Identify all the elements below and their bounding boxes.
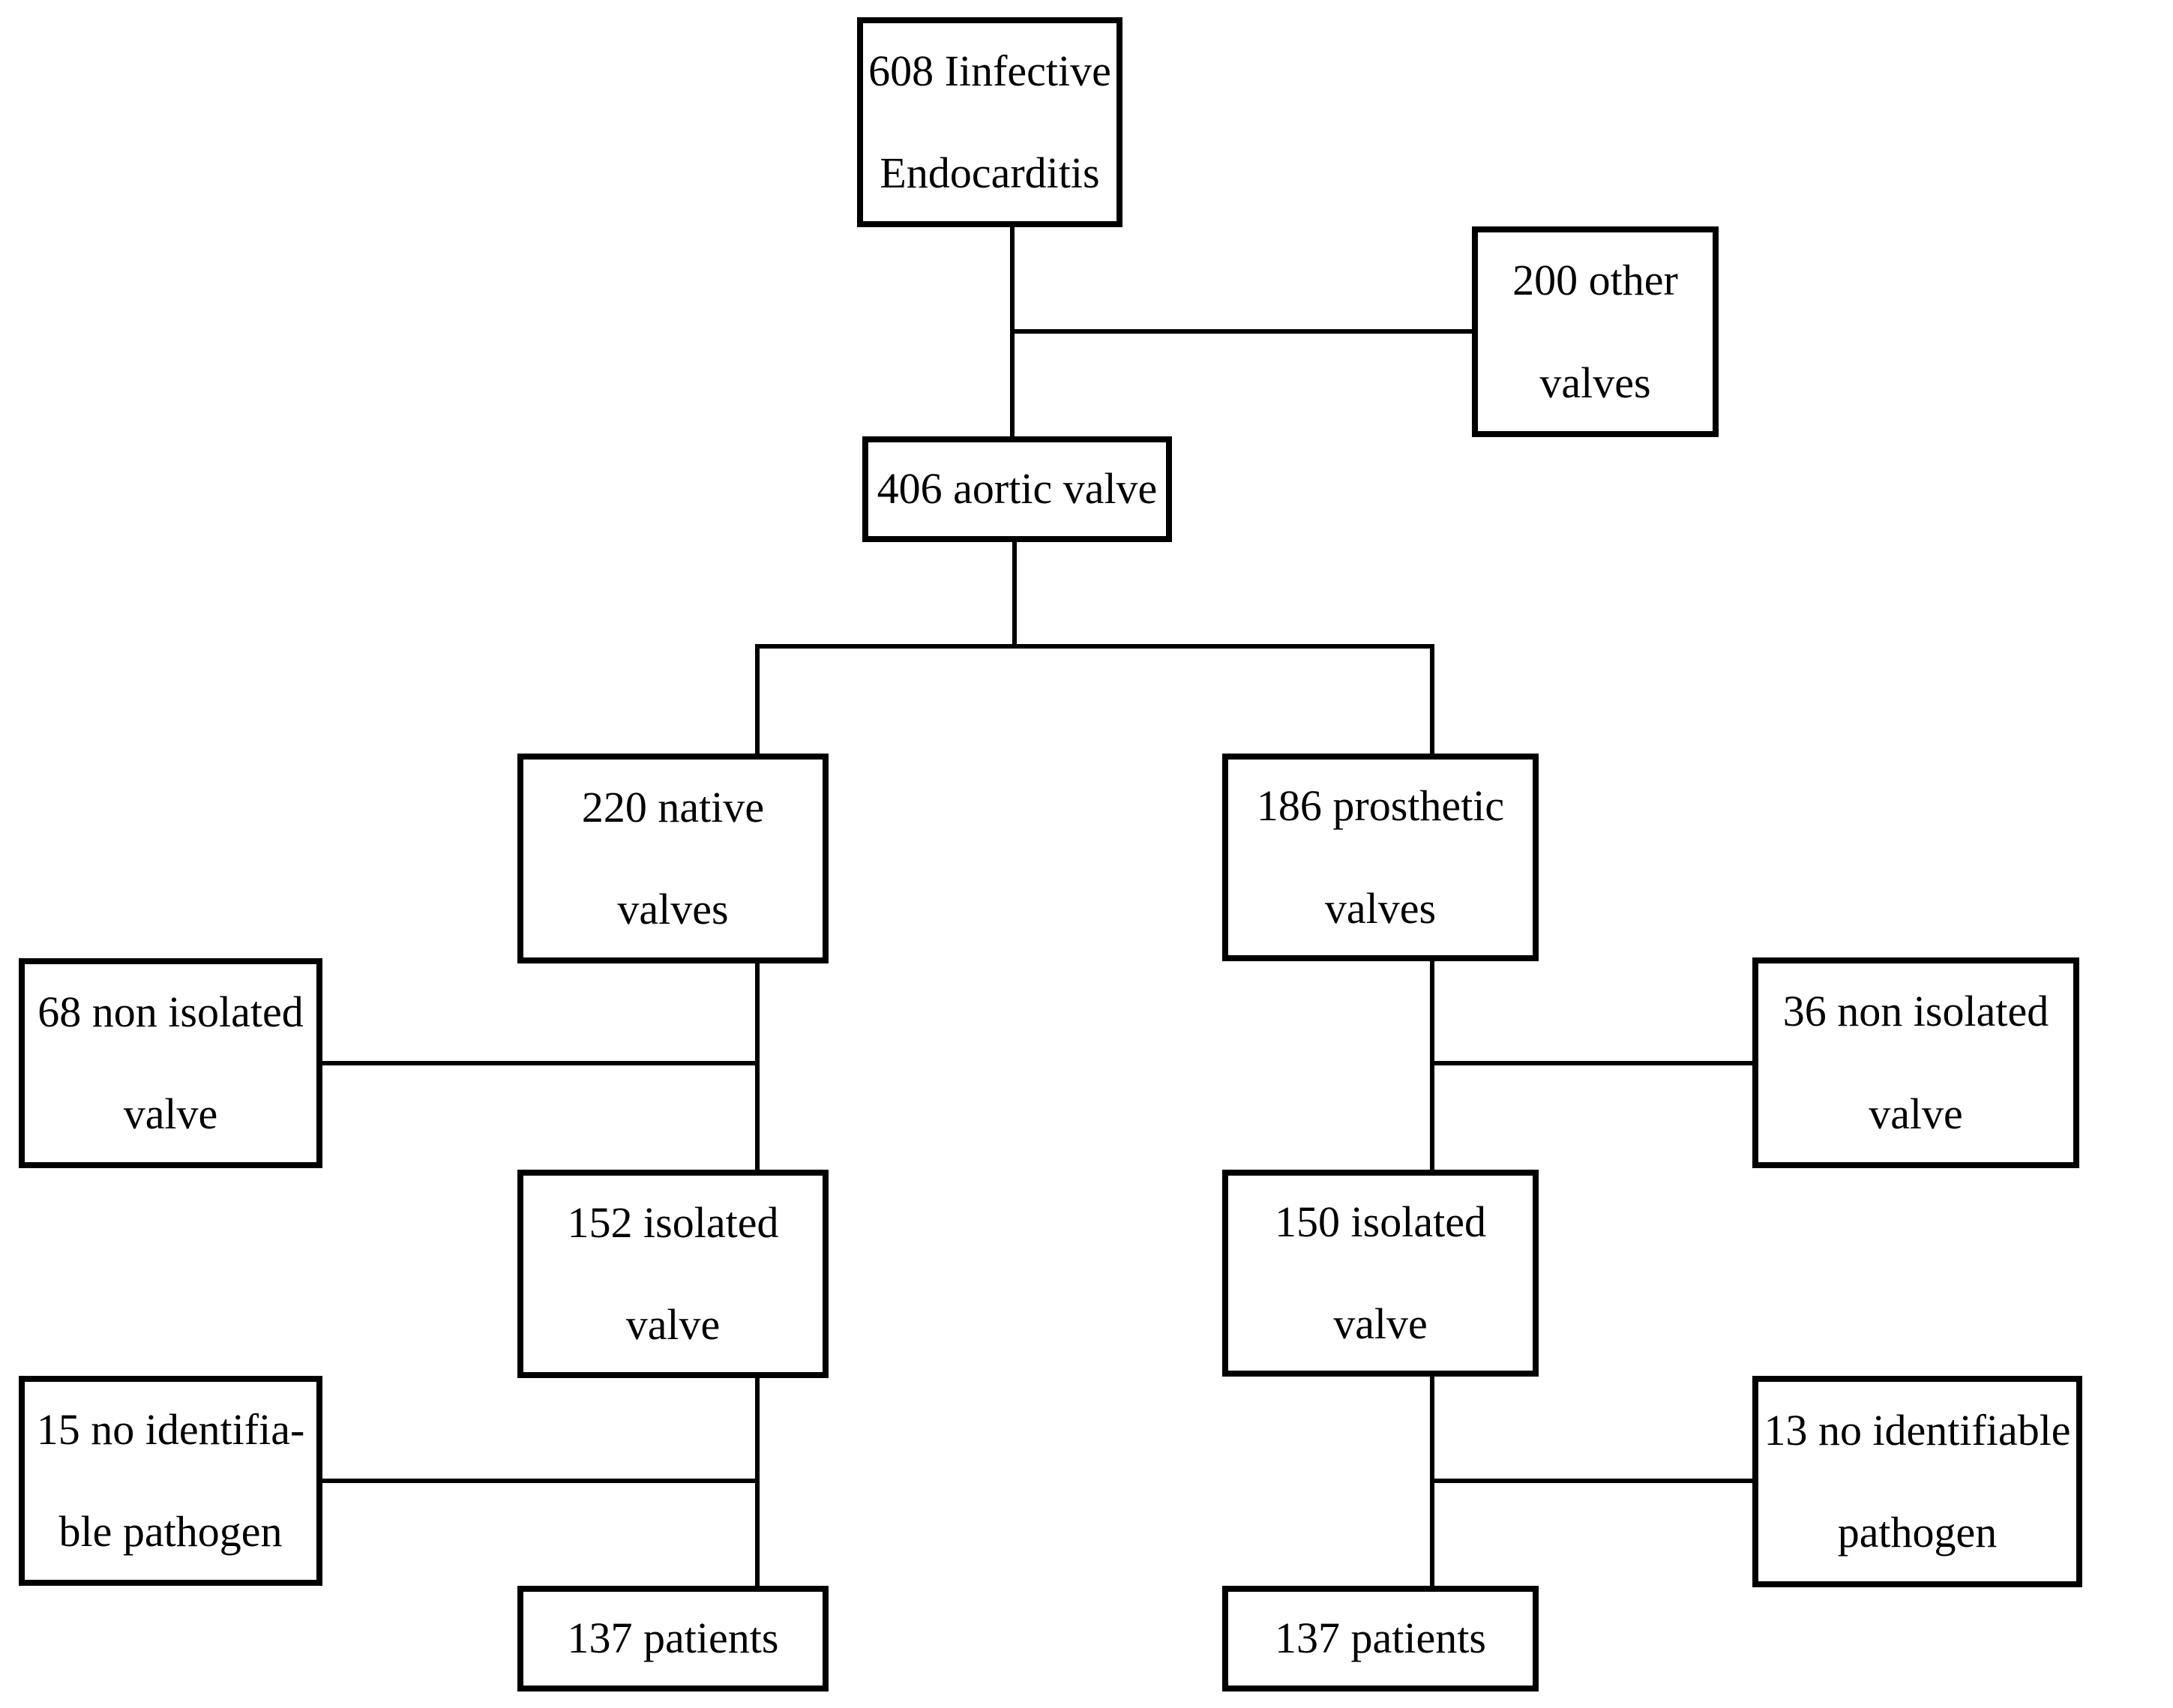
connector-split-to-native: [755, 644, 760, 757]
connector-native-no-pathogen-branch: [321, 1479, 760, 1483]
connector-native-to-isolated: [755, 960, 760, 1173]
node-total-infective-endocarditis: 608 Iinfective Endocarditis: [857, 17, 1122, 227]
node-prosthetic-isolated-valve: 150 isolated valve: [1222, 1170, 1539, 1377]
connector-prosthetic-to-isolated: [1430, 958, 1434, 1173]
connector-prosthetic-no-pathogen-branch: [1432, 1479, 1755, 1483]
node-native-137-patients: 137 patients: [517, 1586, 829, 1692]
node-native-isolated-valve: 152 isolated valve: [517, 1170, 829, 1378]
connector-prosthetic-non-isolated-branch: [1432, 1061, 1755, 1065]
node-prosthetic-valves: 186 prosthetic valves: [1222, 754, 1539, 961]
node-native-no-identifiable-pathogen: 15 no identifia- ble pathogen: [19, 1376, 322, 1586]
node-prosthetic-no-identifiable-pathogen: 13 no identifiable pathogen: [1752, 1376, 2082, 1587]
connector-aortic-to-split: [1012, 540, 1017, 649]
node-prosthetic-non-isolated-valve: 36 non isolated valve: [1752, 957, 2079, 1168]
node-aortic-valve: 406 aortic valve: [862, 436, 1172, 542]
connector-split-to-prosthetic: [1430, 644, 1434, 757]
connector-split-horizontal: [755, 644, 1434, 649]
node-other-valves: 200 other valves: [1472, 226, 1719, 437]
connector-total-to-other-valves: [1010, 329, 1474, 334]
node-native-non-isolated-valve: 68 non isolated valve: [19, 958, 322, 1168]
node-prosthetic-137-patients: 137 patients: [1222, 1586, 1539, 1692]
connector-native-non-isolated-branch: [321, 1061, 760, 1065]
node-native-valves: 220 native valves: [517, 754, 829, 963]
